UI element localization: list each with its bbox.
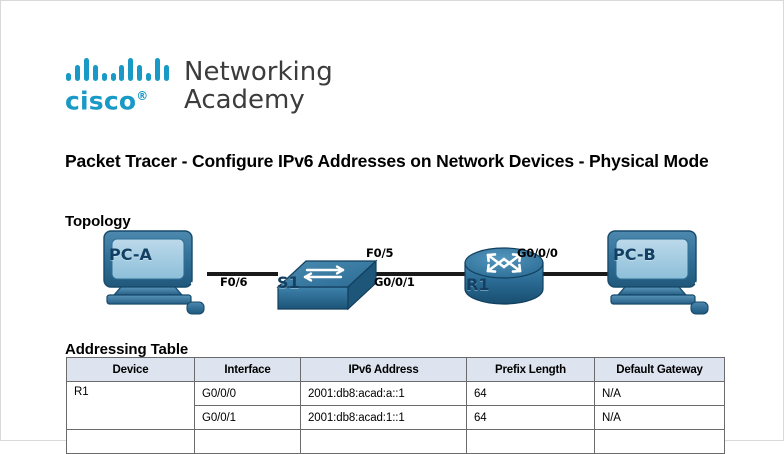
column-header-ipv6-address: IPv6 Address — [300, 357, 467, 382]
device-label-pc-b: PC-B — [613, 245, 656, 264]
cisco-networking-academy-logo: cisco® Networking Academy — [65, 58, 333, 114]
logo-cisco-wordmark: cisco® — [65, 83, 171, 114]
logo-cisco-mark: cisco® — [65, 58, 171, 114]
addressing-table: Device Interface IPv6 Address Prefix Len… — [66, 357, 725, 454]
logo-networking-text: Networking — [184, 57, 333, 87]
cisco-bridge-bars-icon — [65, 58, 169, 81]
cell-prefix-length: 64 — [466, 405, 595, 430]
column-header-prefix-length: Prefix Length — [466, 357, 595, 382]
interface-label-f0-6: F0/6 — [220, 275, 248, 289]
logo-trademark-icon: ® — [136, 89, 149, 103]
topology-diagram: PC-A S1 R1 PC-B F0/6 F0/5 G0/0/1 G0/0/0 — [65, 223, 745, 323]
column-header-default-gateway: Default Gateway — [594, 357, 725, 382]
cell-prefix-length: 64 — [466, 381, 595, 406]
cell-interface: G0/0/0 — [194, 381, 301, 406]
cell-empty — [466, 429, 595, 454]
cell-ipv6-address: 2001:db8:acad:1::1 — [300, 405, 467, 430]
device-r1-icon — [464, 247, 544, 305]
page-title: Packet Tracer - Configure IPv6 Addresses… — [65, 150, 709, 171]
topology-svg — [103, 230, 709, 315]
logo-cisco-text: cisco — [65, 86, 137, 116]
interface-label-g0-0-0: G0/0/0 — [517, 246, 558, 260]
cell-empty — [594, 429, 725, 454]
column-header-interface: Interface — [194, 357, 301, 382]
device-label-r1: R1 — [466, 275, 490, 294]
table-row: R1 G0/0/0 2001:db8:acad:a::1 64 N/A — [66, 381, 725, 430]
table-header-row: Device Interface IPv6 Address Prefix Len… — [66, 357, 725, 382]
device-s1-icon — [276, 259, 378, 311]
cell-empty — [300, 429, 467, 454]
cell-default-gateway: N/A — [594, 405, 725, 430]
cell-ipv6-address: 2001:db8:acad:a::1 — [300, 381, 467, 406]
cell-interface: G0/0/1 — [194, 405, 301, 430]
cell-default-gateway: N/A — [594, 381, 725, 406]
cell-empty — [66, 429, 195, 454]
device-label-s1: S1 — [277, 273, 300, 292]
logo-academy-wordmark: Networking Academy — [184, 58, 333, 114]
table-row: G0/0/1 2001:db8:acad:1::1 64 N/A — [67, 405, 725, 430]
topology-section-heading: Topology — [65, 213, 131, 231]
device-label-pc-a: PC-A — [109, 245, 152, 264]
interface-label-g0-0-1: G0/0/1 — [374, 275, 415, 289]
cell-empty — [194, 429, 301, 454]
logo-academy-text: Academy — [184, 85, 305, 115]
cell-device-r1: R1 — [66, 381, 195, 430]
addressing-table-heading: Addressing Table — [65, 341, 189, 359]
interface-label-f0-5: F0/5 — [366, 246, 394, 260]
table-row-partial — [66, 429, 725, 454]
device-pc-b-icon — [607, 230, 709, 315]
device-pc-a-icon — [103, 230, 205, 315]
column-header-device: Device — [66, 357, 195, 382]
